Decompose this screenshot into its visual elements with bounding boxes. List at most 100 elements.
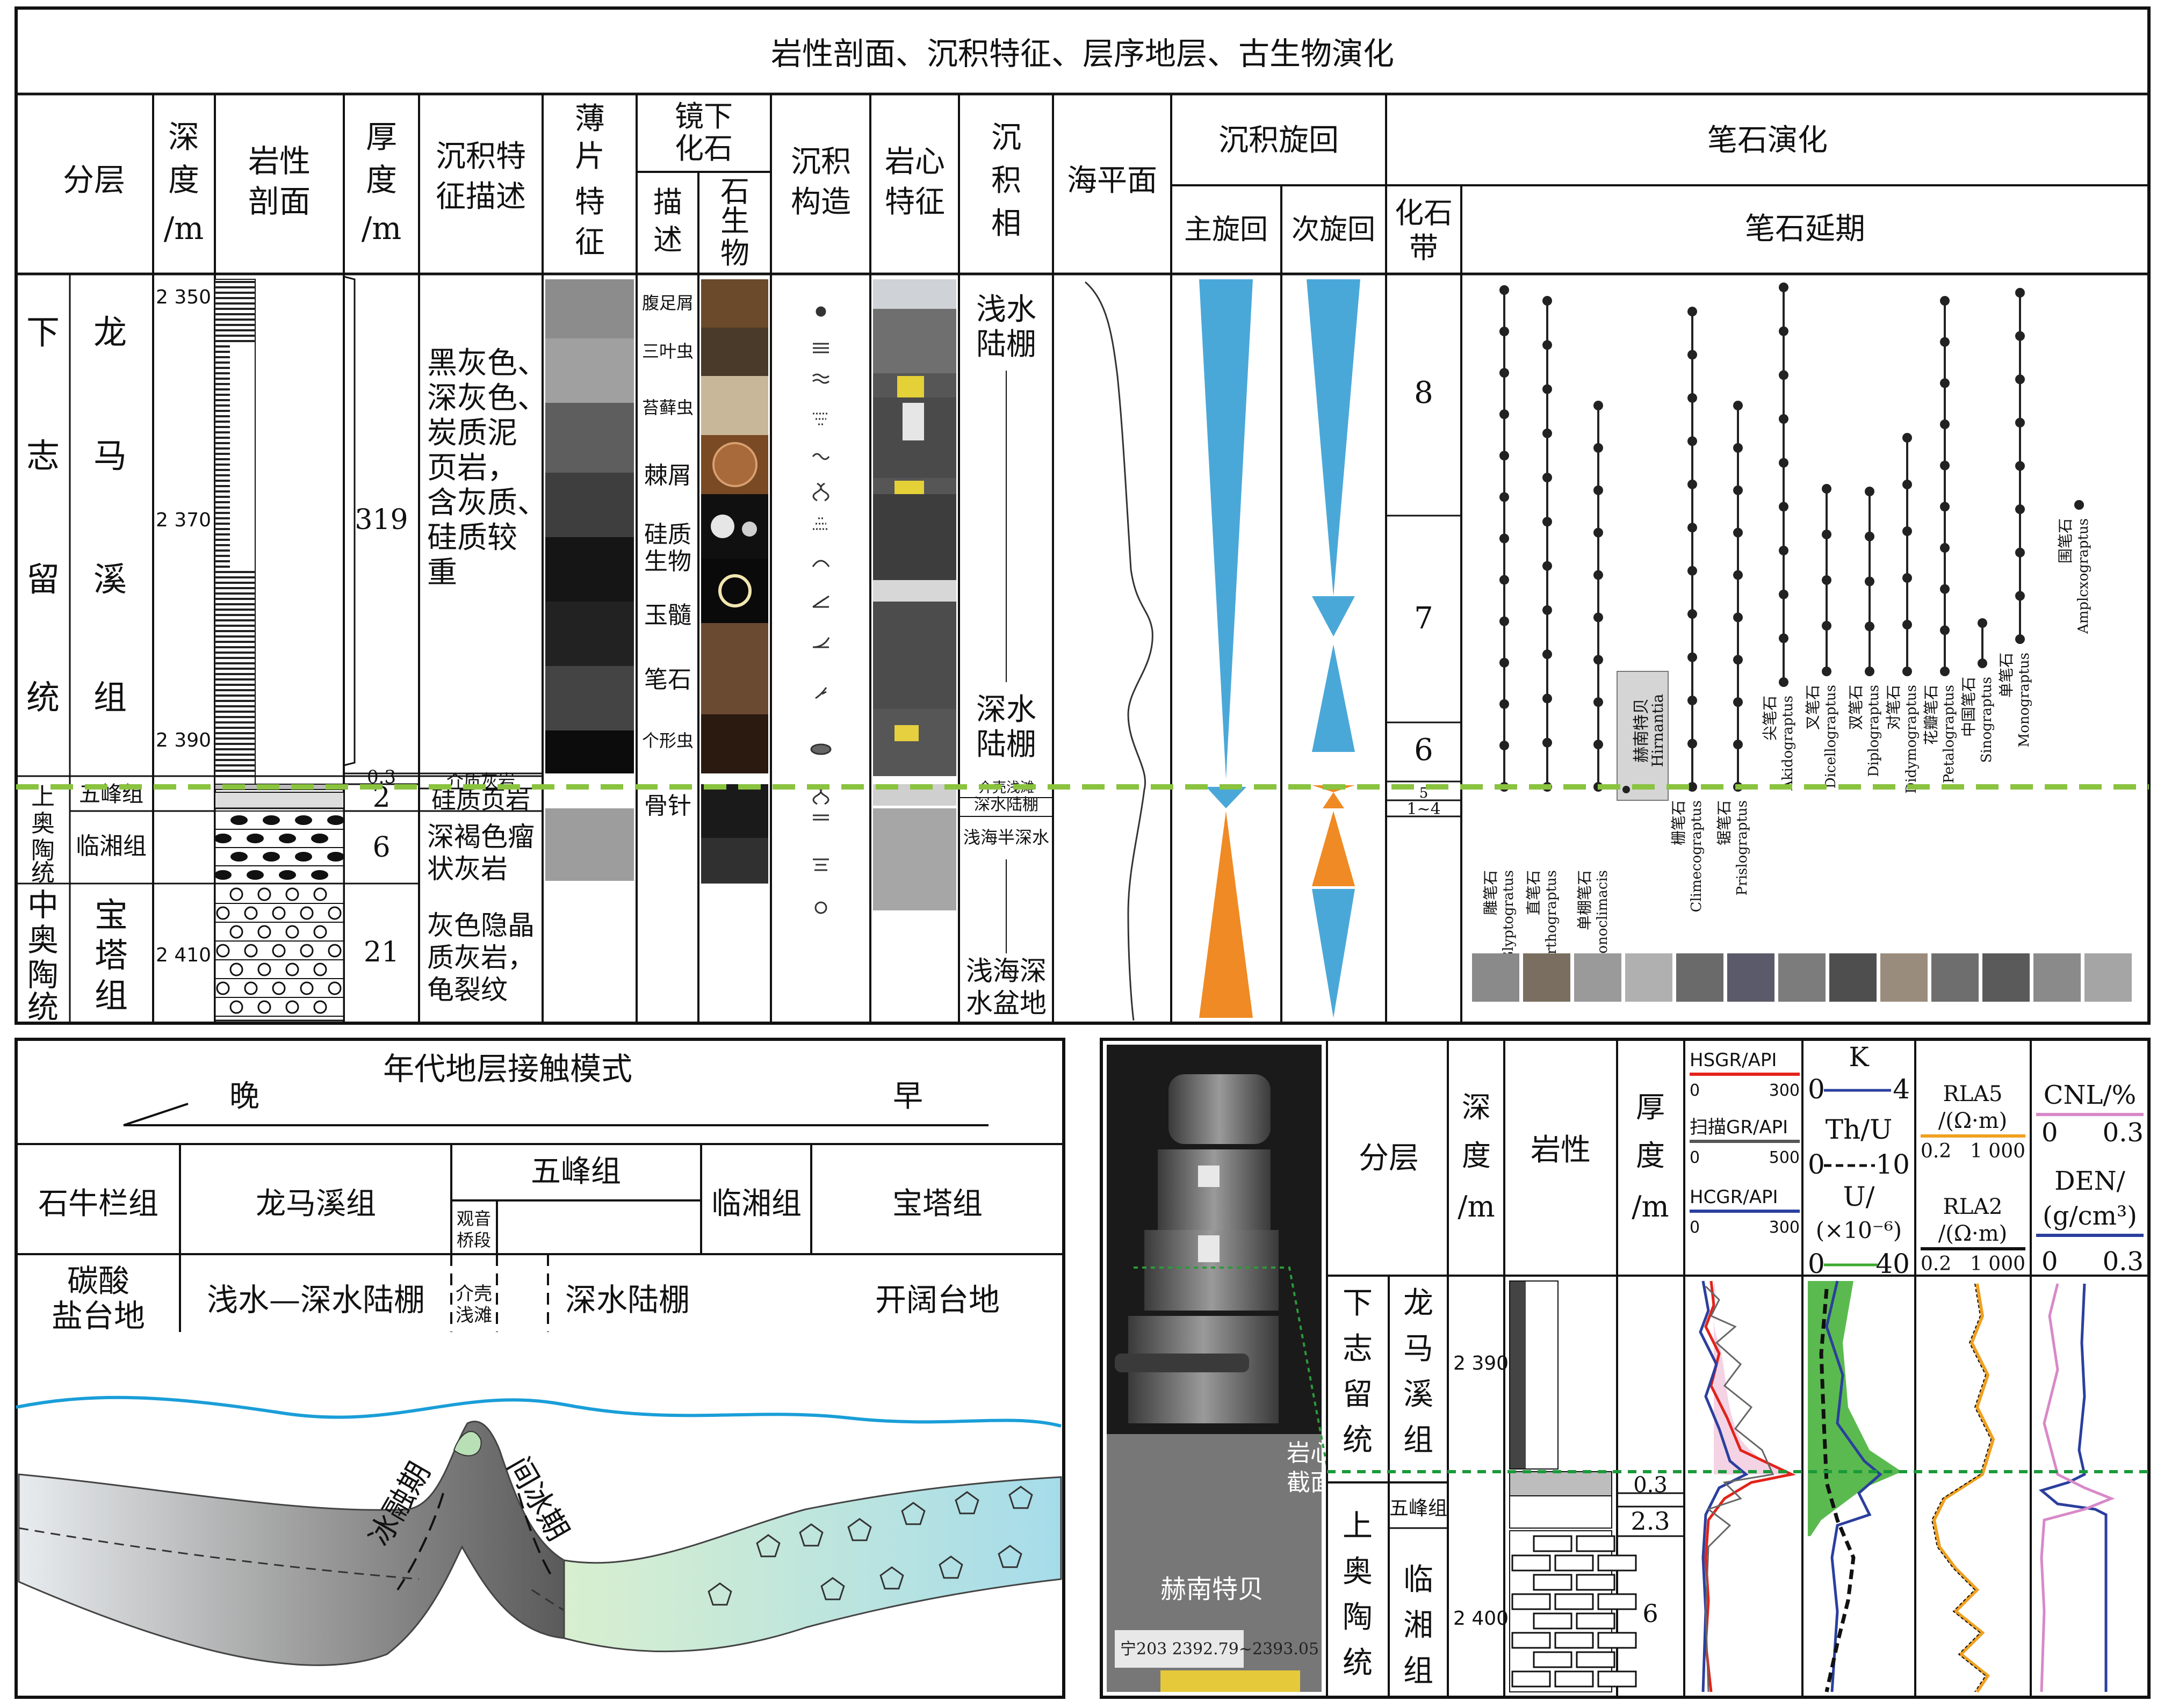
baota-label: 宝 塔 组 bbox=[95, 895, 128, 1015]
header-thin: 薄 片 特 征 bbox=[575, 102, 605, 260]
rla5-max: 1 000 bbox=[1970, 1140, 2025, 1162]
nodule bbox=[230, 852, 248, 862]
pentagon-mark bbox=[847, 1518, 872, 1541]
graptolite-point bbox=[1940, 460, 1950, 471]
graptolite-cn-label: 锯笔石 bbox=[1715, 800, 1733, 845]
hirnantia-la: Hirnantia bbox=[1649, 694, 1667, 767]
micro-fossil-10: 骨针 bbox=[644, 792, 691, 820]
brick bbox=[1511, 1632, 1551, 1649]
graptolite-point bbox=[1940, 337, 1950, 347]
guanyinqiao-1: 观音 bbox=[457, 1208, 491, 1229]
graptolite-point bbox=[1687, 523, 1697, 533]
middle-ord-2: 奥 bbox=[27, 922, 59, 958]
graptolite-photo bbox=[1982, 953, 2030, 1002]
graptolite-point bbox=[1779, 589, 1788, 599]
graptolite-point bbox=[2015, 417, 2025, 428]
crack-mark bbox=[244, 906, 258, 920]
graptolite-point bbox=[1499, 533, 1509, 544]
hirnantia-box bbox=[1617, 671, 1669, 801]
br-thick-2: 度 bbox=[1636, 1139, 1665, 1173]
main-cycle-pro bbox=[1199, 811, 1253, 1018]
graptolite-point bbox=[1733, 570, 1743, 580]
nodule bbox=[295, 852, 312, 862]
desc-longmaxi-1: 黑灰色、 bbox=[427, 346, 547, 381]
desc-longmaxi-3: 炭质泥 bbox=[427, 416, 517, 451]
limestone-pentagons bbox=[708, 1486, 1033, 1606]
brick bbox=[1511, 1670, 1551, 1688]
graptolite-cn-label: 单棚笔石 bbox=[1576, 870, 1593, 930]
br-depth-2400: 2 400 bbox=[1453, 1608, 1509, 1630]
nodule bbox=[247, 870, 264, 880]
graptolite-point bbox=[1687, 609, 1697, 619]
br-lx-2: 湘 bbox=[1403, 1608, 1433, 1643]
graptolite-la-label: Climecograptus bbox=[1689, 800, 1705, 913]
micro-fossil-2: 三叶虫 bbox=[642, 341, 694, 361]
pentagon-mark bbox=[998, 1545, 1022, 1568]
pentagon-mark bbox=[879, 1566, 904, 1590]
br-thick-rules bbox=[1617, 1492, 1684, 1537]
longmaxi-char-4: 组 bbox=[93, 678, 127, 717]
brick bbox=[1511, 1554, 1551, 1572]
guanyinqiao-2: 桥段 bbox=[457, 1230, 491, 1250]
nodule bbox=[295, 815, 312, 825]
header-sedfeat: 沉积特 征描述 bbox=[436, 139, 526, 214]
nodule bbox=[214, 870, 232, 880]
nodule bbox=[214, 834, 232, 843]
desc-baota-2: 质灰岩， bbox=[427, 942, 535, 973]
env-carbonate-2: 盐台地 bbox=[52, 1298, 145, 1334]
k-min: 0 bbox=[1808, 1074, 1825, 1105]
header-sedfeat-1: 沉积特 bbox=[436, 139, 526, 174]
env-shell-1: 介壳 bbox=[456, 1283, 492, 1305]
header-fenceng: 分层 bbox=[63, 162, 125, 198]
graptolite-point bbox=[1822, 530, 1831, 539]
br-thick-23: 2.3 bbox=[1631, 1507, 1670, 1536]
graptolite-point bbox=[1733, 401, 1743, 410]
facies-basin-2: 水盆地 bbox=[966, 988, 1047, 1019]
graptolite-point bbox=[1940, 543, 1950, 553]
rla5-name-2: /(Ω·m) bbox=[1938, 1109, 2008, 1133]
crack-mark bbox=[216, 944, 230, 958]
graptolite-point bbox=[1779, 677, 1788, 687]
scan-gr-name: 扫描GR/API bbox=[1690, 1117, 1788, 1138]
graptolite-point bbox=[1499, 451, 1509, 461]
cryptocrystal-limestone bbox=[214, 882, 345, 1022]
brick bbox=[1533, 1574, 1572, 1591]
graptolite-point bbox=[1822, 667, 1831, 676]
graptolite-point bbox=[1499, 616, 1509, 626]
u-name-2: (×10⁻⁶) bbox=[1816, 1217, 1902, 1243]
brick bbox=[1554, 1593, 1594, 1610]
silurian-char-3: 留 bbox=[26, 560, 60, 599]
crack-mark bbox=[272, 906, 286, 920]
facies-rules bbox=[959, 371, 1053, 953]
graptolite-point bbox=[1687, 696, 1697, 706]
graptolite-point bbox=[1779, 370, 1788, 380]
micro-fossil-1: 腹足屑 bbox=[642, 293, 694, 313]
header-struct: 沉积 构造 bbox=[791, 144, 851, 220]
header-micro-desc-1: 描 bbox=[653, 185, 682, 219]
thu-name: Th/U bbox=[1826, 1114, 1893, 1145]
depth-tick-4: 2 410 bbox=[156, 944, 211, 966]
crack-mark bbox=[285, 925, 299, 939]
graptolite-cn-label: 对笔石 bbox=[1885, 685, 1902, 730]
graptolite-point bbox=[1687, 393, 1697, 403]
graptolite-point bbox=[1499, 575, 1509, 585]
nodule-pattern bbox=[214, 810, 344, 880]
gr-log-headers: HSGR/API 0 300 扫描GR/API 0 500 HCGR/API 0… bbox=[1690, 1050, 1800, 1237]
graptolite-point bbox=[1865, 621, 1874, 632]
crack-mark bbox=[272, 944, 286, 958]
header-struct-2: 构造 bbox=[791, 185, 851, 220]
graptolite-la-label: Monoclimacis bbox=[1595, 870, 1611, 968]
desc-longmaxi-6: 硅质较 bbox=[427, 520, 517, 555]
brick bbox=[1511, 1593, 1551, 1610]
crack-mark bbox=[285, 962, 299, 976]
brick bbox=[1533, 1535, 1572, 1552]
br-header-litho: 岩性 bbox=[1531, 1133, 1591, 1168]
graptolite-point bbox=[1687, 739, 1697, 749]
graptolite-point bbox=[1940, 667, 1950, 676]
crack-mark bbox=[257, 925, 271, 939]
graptolite-photo bbox=[1625, 953, 1672, 1002]
thickness-longmaxi: 319 bbox=[355, 504, 408, 536]
header-thin-1: 薄 bbox=[575, 102, 605, 136]
middle-ord-4: 统 bbox=[27, 989, 59, 1025]
